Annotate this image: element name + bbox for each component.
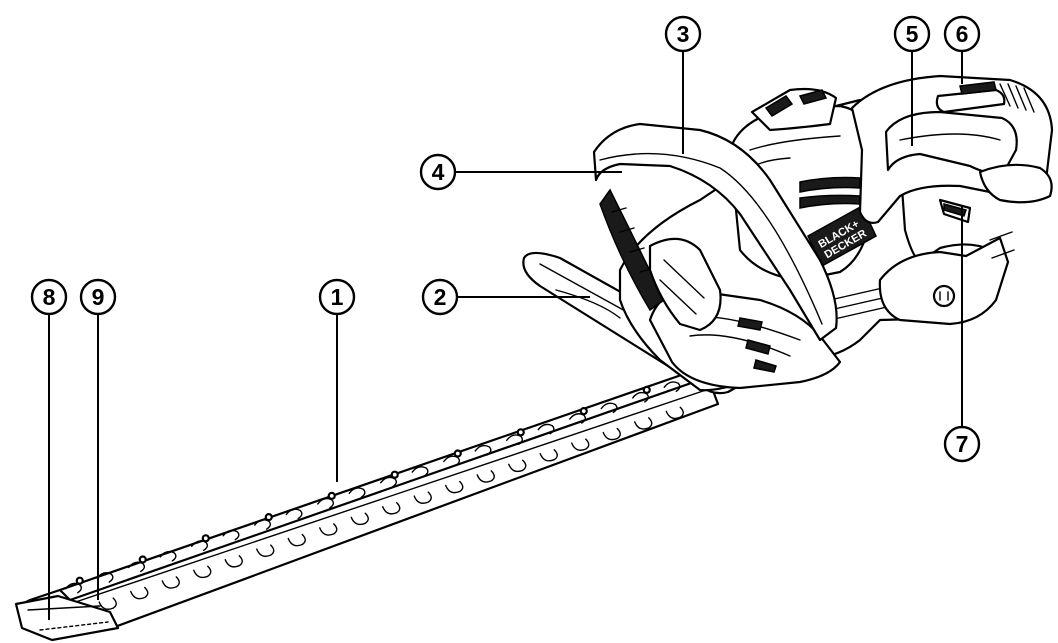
blade-tooth-lower (634, 417, 653, 430)
blade-tooth-lower (539, 449, 558, 462)
blade-assembly (14, 370, 720, 642)
svg-text:3: 3 (677, 21, 690, 47)
gear-shroud (592, 122, 838, 342)
blade-tooth-lower (508, 459, 527, 473)
blade-rivet (390, 470, 399, 479)
svg-text:2: 2 (434, 284, 447, 310)
svg-text:9: 9 (92, 284, 105, 310)
blade-centerline (39, 389, 707, 615)
callout-8: 8 (30, 278, 68, 316)
blade-tooth-lower (350, 512, 369, 526)
blade-rivet (579, 407, 588, 416)
blade-tooth-upper (537, 423, 555, 435)
blade (16, 374, 720, 640)
blade-rivet (516, 428, 525, 437)
blade-tooth-lower (602, 427, 621, 441)
blade-rivet (327, 491, 336, 500)
blade-tooth-lower (224, 555, 243, 568)
callout-1: 1 (318, 278, 356, 316)
blade-tooth-upper (411, 466, 429, 477)
callout-6: 6 (943, 15, 981, 53)
svg-text:8: 8 (43, 284, 56, 310)
blade-tooth-lower (287, 533, 306, 547)
blade-tooth-upper (222, 529, 240, 541)
blade-rivet (453, 449, 462, 458)
svg-text:6: 6 (956, 21, 969, 47)
blade-rivet (75, 576, 84, 585)
callout-9: 9 (79, 278, 117, 316)
blade-rivet (201, 534, 210, 543)
callout-4: 4 (419, 153, 457, 191)
blade-rivet (642, 385, 651, 394)
callout-7: 7 (943, 425, 981, 463)
blade-tooth-lower (98, 597, 117, 610)
rear-handle (850, 74, 1054, 224)
blade-tooth-upper (96, 572, 114, 583)
blade-tooth-upper (663, 381, 681, 392)
svg-text:4: 4 (432, 159, 445, 185)
power-plug (878, 236, 1010, 326)
blade-rivet (138, 555, 147, 564)
blade-tooth-upper (600, 402, 618, 414)
svg-text:5: 5 (906, 21, 919, 47)
blade-tooth-lower (161, 576, 180, 589)
blade-tooth-lower (665, 406, 684, 420)
blade-tooth-lower (445, 480, 464, 494)
blade-tooth-lower (319, 523, 338, 536)
blade-tooth-upper (348, 487, 366, 498)
blade-rivet (264, 512, 273, 522)
blade-tooth-lower (256, 544, 275, 557)
plug-icon (932, 284, 956, 308)
blade-tooth-upper (159, 550, 177, 562)
blade-tooth-lower (382, 502, 401, 515)
blade-tooth-upper (474, 444, 492, 456)
lock-off-button (935, 88, 1006, 114)
callout-2: 2 (421, 278, 459, 316)
blade-tooth-lower (571, 438, 590, 451)
blade-tooth-lower (476, 470, 495, 483)
leader-lines (48, 52, 963, 620)
blade-tooth-lower (193, 565, 212, 579)
callout-5: 5 (893, 15, 931, 53)
blade-rivets (75, 385, 651, 585)
svg-text:7: 7 (956, 431, 969, 457)
blade-tooth-upper (285, 508, 303, 520)
blade-tooth-lower (130, 586, 149, 600)
blade-tooth-lower (413, 491, 432, 504)
svg-text:1: 1 (331, 284, 344, 310)
callout-3: 3 (664, 15, 702, 53)
